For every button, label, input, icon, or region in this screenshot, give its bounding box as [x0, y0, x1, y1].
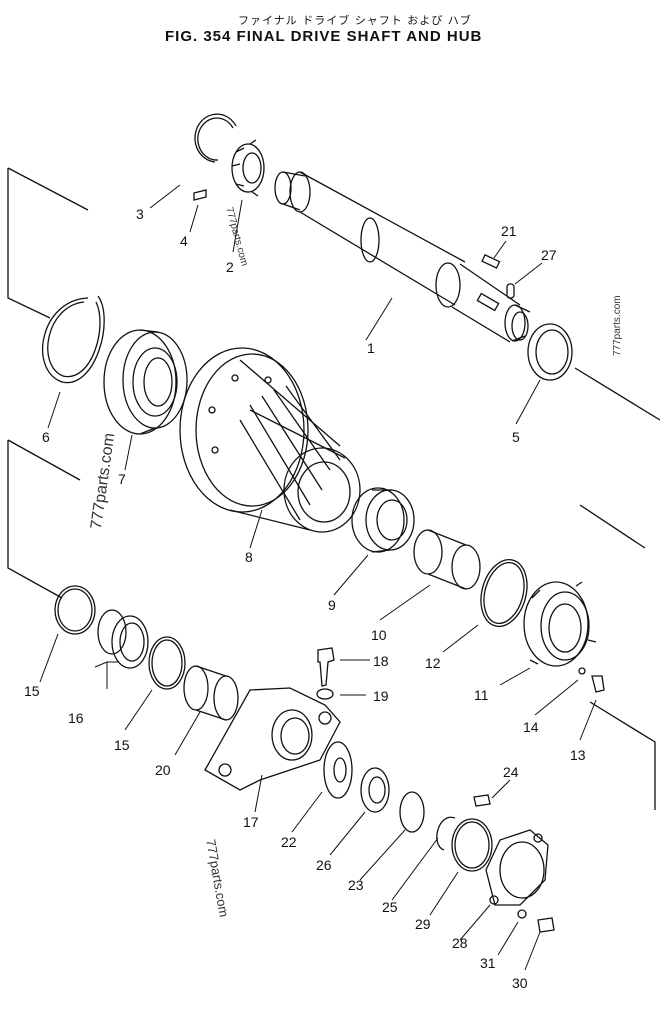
- part-18-bolt: [318, 648, 334, 686]
- part-28-cover: [486, 830, 548, 905]
- part-27-pin: [507, 284, 514, 298]
- part-13-bolt: [592, 676, 604, 692]
- part-15-o-ring-right: [149, 637, 185, 689]
- part-26-nut: [361, 768, 389, 812]
- callout-9: 9: [328, 597, 336, 613]
- japanese-title: ファイナル ドライブ シャフト および ハブ: [238, 14, 472, 27]
- callout-5: 5: [512, 429, 520, 445]
- callout-6: 6: [42, 429, 50, 445]
- figure-title: FIG. 354 FINAL DRIVE SHAFT AND HUB: [165, 28, 483, 45]
- callout-29: 29: [415, 916, 431, 932]
- boundary-lines: [8, 168, 660, 810]
- part-10-sleeve: [414, 530, 480, 589]
- part-16-seal-set: [98, 610, 148, 668]
- part-1-drive-shaft: [275, 172, 530, 342]
- part-11-bearing-cage: [524, 582, 596, 666]
- callout-21: 21: [501, 223, 517, 239]
- part-22-thrust-washer: [324, 742, 352, 798]
- callout-20: 20: [155, 762, 171, 778]
- callout-13: 13: [570, 747, 586, 763]
- part-6-snap-ring: [43, 296, 105, 383]
- callout-12: 12: [425, 655, 441, 671]
- callout-28: 28: [452, 935, 468, 951]
- leader-lines: [40, 185, 596, 970]
- callout-19: 19: [373, 688, 389, 704]
- callout-23: 23: [348, 877, 364, 893]
- part-24-bolt: [474, 795, 490, 806]
- callout-15-right: 15: [114, 737, 130, 753]
- part-17-bracket: [205, 688, 340, 790]
- callout-26: 26: [316, 857, 332, 873]
- callout-27: 27: [541, 247, 557, 263]
- callout-18: 18: [373, 653, 389, 669]
- part-3-snap-ring: [195, 114, 236, 162]
- part-12-o-ring: [474, 554, 534, 631]
- callout-25: 25: [382, 899, 398, 915]
- part-20-bushing: [184, 666, 238, 720]
- callout-31: 31: [480, 955, 496, 971]
- callout-7: 7: [118, 471, 126, 487]
- part-9-bearing: [352, 488, 414, 552]
- part-29-o-ring: [452, 819, 492, 871]
- callout-2: 2: [226, 259, 234, 275]
- callout-15-left: 15: [24, 683, 40, 699]
- callout-30: 30: [512, 975, 528, 991]
- part-19-washer: [317, 689, 333, 699]
- part-23-lock-washer: [400, 792, 424, 832]
- part-4-screw: [194, 190, 206, 200]
- callout-11: 11: [474, 687, 489, 703]
- watermark-right: 777parts.com: [612, 295, 623, 356]
- callout-24: 24: [503, 764, 519, 780]
- callout-17: 17: [243, 814, 259, 830]
- part-15-o-ring-left: [55, 586, 95, 634]
- part-7-bearing: [104, 330, 187, 434]
- callout-4: 4: [180, 233, 188, 249]
- callout-8: 8: [245, 549, 253, 565]
- part-2-lock-nut: [232, 140, 264, 196]
- part-5-seal: [528, 324, 572, 380]
- part-31-washer: [518, 910, 526, 918]
- callout-3: 3: [136, 206, 144, 222]
- part-8-hub: [180, 348, 360, 532]
- callout-1: 1: [367, 340, 375, 356]
- part-21-key: [482, 255, 499, 268]
- callout-14: 14: [523, 719, 539, 735]
- callout-22: 22: [281, 834, 297, 850]
- callout-10: 10: [371, 627, 387, 643]
- part-25-snap-ring: [437, 817, 455, 850]
- callout-16: 16: [68, 710, 84, 726]
- part-14-washer: [579, 668, 585, 674]
- part-30-bolt: [538, 918, 554, 932]
